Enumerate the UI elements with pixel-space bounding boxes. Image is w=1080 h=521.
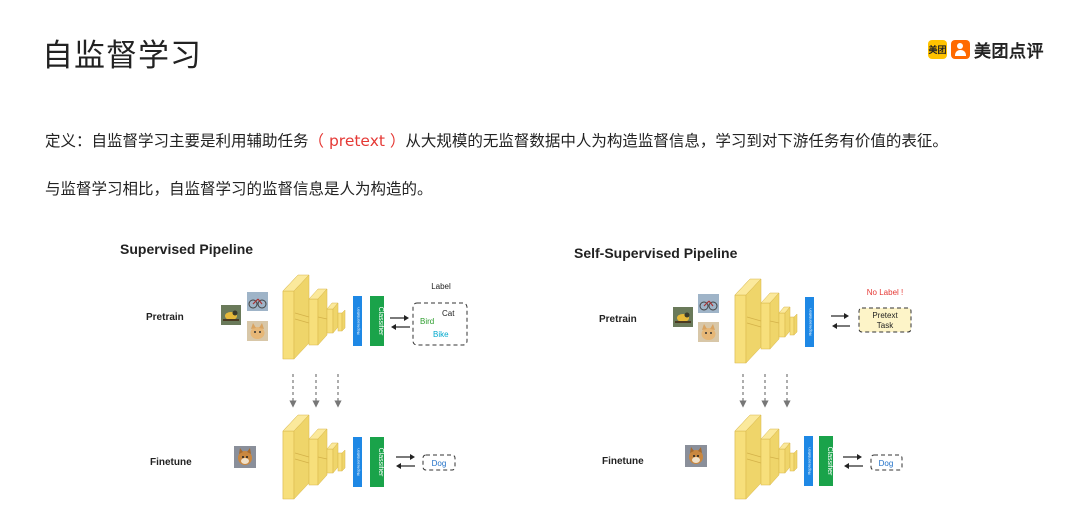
dog-image-right [685,445,707,467]
representation-block-finetune [353,437,362,487]
forward-arrow-head-finetune [410,454,415,460]
cat-image [247,321,268,341]
meituan-dianping-logo: 美团 美团点评 [928,38,1044,62]
self-supervised-pipeline-title: Self-Supervised Pipeline [574,245,738,261]
comparison-text: 与监督学习相比，自监督学习的监督信息是人为构造的。 [45,180,433,198]
pretrain-label: Pretrain [146,312,184,323]
dog-label: Dog [432,459,447,468]
bird-image-right [673,307,693,327]
encoder-network-finetune [282,414,346,500]
supervised-pipeline-title: Supervised Pipeline [120,241,253,257]
label-box [412,302,468,346]
representation-label-finetune: Representation [356,448,361,475]
backward-arrow-head-finetune [396,463,401,469]
pretext-line1: Pretext [872,311,898,320]
definition-highlight: （ pretext ） [308,132,406,150]
bike-image-right [697,293,720,314]
supervised-pipeline: Supervised Pipeline Pretrain Representat… [120,241,468,500]
no-label-text: No Label ! [867,288,903,297]
definition-prefix: 定义：自监督学习主要是利用辅助任务 [45,132,309,150]
pretext-task-box [858,307,912,333]
representation-label-finetune-right: Representation [807,447,812,474]
meituan-badge-icon: 美团 [928,39,947,59]
finetune-label-right: Finetune [602,456,644,467]
representation-block-right [805,297,814,347]
backward-arrow-head-right [832,323,837,329]
encoder-network-finetune-right [734,414,798,500]
dog-label-box [422,454,456,471]
classifier-label-right: Classifier [826,447,833,476]
representation-label-right: Representation [808,308,813,335]
label-bird: Bird [420,317,434,326]
encoder-network-right [734,278,798,364]
dianping-person-icon [951,39,970,59]
cat-image-right [698,322,719,342]
classifier-block-finetune [370,437,384,487]
label-header: Label [431,282,451,291]
encoder-network [282,274,346,360]
label-bike: Bike [433,330,449,339]
forward-arrow-head [404,315,409,321]
bird-image [221,305,241,325]
logo-text: 美团点评 [974,41,1044,62]
definition-suffix: 从大规模的无监督数据中人为构造监督信息，学习到对下游任务有价值的表征。 [405,132,948,150]
classifier-label-finetune: Classifier [377,448,384,477]
label-cat: Cat [442,309,455,318]
self-supervised-pipeline: Self-Supervised Pipeline Pretrain Repres… [574,245,912,500]
page-title: 自监督学习 [42,38,202,74]
backward-arrow-head-finetune-right [844,463,849,469]
definition-text: 定义：自监督学习主要是利用辅助任务（ pretext ）从大规模的无监督数据中人… [45,129,948,151]
classifier-block-right [819,436,833,486]
dog-image [234,446,256,468]
backward-arrow-head [391,324,396,330]
dog-label-right: Dog [879,459,894,468]
forward-arrow-head-finetune-right [857,454,862,460]
representation-block [353,296,362,346]
classifier-block [370,296,384,346]
representation-label: Representation [356,307,361,334]
representation-block-finetune-right [804,436,813,486]
bike-image [246,291,269,312]
classifier-label: Classifier [377,307,384,336]
pretrain-label-right: Pretrain [599,314,637,325]
forward-arrow-head-right [844,313,849,319]
pretext-line2: Task [877,321,894,330]
finetune-label: Finetune [150,457,192,468]
dog-label-box-right [870,454,903,471]
